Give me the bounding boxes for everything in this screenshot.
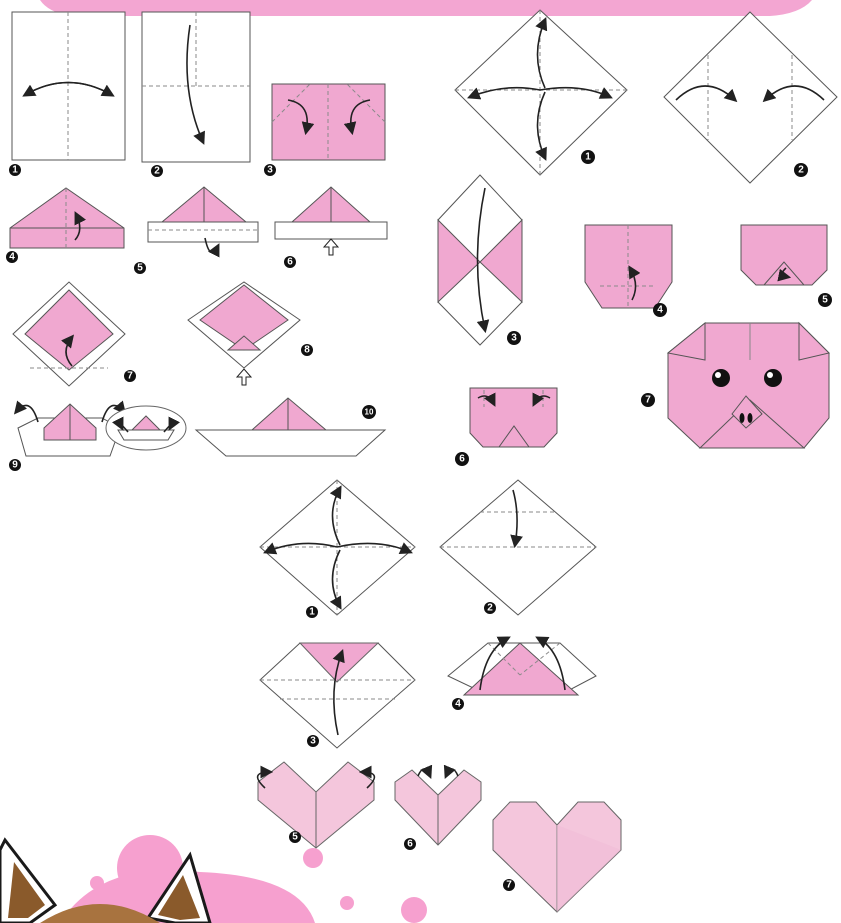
svg-text:1: 1 <box>585 152 591 163</box>
svg-text:3: 3 <box>267 165 273 176</box>
pig-step-badge-5: 5 <box>818 293 832 307</box>
heart-step-badge-4: 4 <box>452 698 464 710</box>
decor-bubble <box>401 897 427 923</box>
boat-step-5 <box>148 187 258 252</box>
pig-step-1 <box>455 10 627 175</box>
svg-text:3: 3 <box>511 333 517 344</box>
boat-step-badge-6: 6 <box>284 256 296 268</box>
boat-diagram: 1 2 3 4 5 6 7 8 9 10 <box>6 12 387 471</box>
boat-step-7 <box>13 282 125 386</box>
heart-step-badge-5: 5 <box>289 831 301 843</box>
pig-face-final <box>668 323 829 448</box>
heart-step-badge-7: 7 <box>503 879 515 891</box>
svg-text:5: 5 <box>137 263 143 274</box>
heart-step-1 <box>260 480 415 615</box>
heart-step-5 <box>258 762 375 848</box>
pig-step-badge-6: 6 <box>455 452 469 466</box>
boat-step-badge-3: 3 <box>264 164 276 176</box>
heart-step-4 <box>448 638 596 695</box>
svg-text:6: 6 <box>287 257 293 268</box>
pig-step-4 <box>585 225 672 308</box>
bottom-decoration <box>0 835 427 923</box>
svg-text:2: 2 <box>154 166 160 177</box>
svg-text:7: 7 <box>127 371 133 382</box>
svg-text:1: 1 <box>12 165 18 176</box>
boat-step-1 <box>12 12 125 160</box>
heart-final <box>493 802 621 912</box>
pig-step-2 <box>664 12 837 183</box>
boat-step-6 <box>275 187 387 255</box>
pig-step-5 <box>741 225 827 285</box>
pig-step-badge-7: 7 <box>641 393 655 407</box>
pig-nostril-left <box>740 413 745 423</box>
svg-text:6: 6 <box>407 839 413 850</box>
boat-step-9-detail <box>106 406 186 450</box>
svg-text:7: 7 <box>506 880 512 891</box>
pig-step-3 <box>438 175 522 345</box>
boat-step-badge-8: 8 <box>301 344 313 356</box>
pig-diagram: 1 2 3 4 5 6 7 <box>438 10 837 466</box>
svg-text:4: 4 <box>455 699 461 710</box>
pig-step-badge-4: 4 <box>653 303 667 317</box>
pig-step-badge-1: 1 <box>581 150 595 164</box>
boat-step-badge-10: 10 <box>362 405 376 419</box>
decor-bubble <box>303 848 323 868</box>
boat-step-10 <box>196 398 385 456</box>
heart-step-badge-1: 1 <box>306 606 318 618</box>
svg-text:9: 9 <box>12 460 18 471</box>
boat-step-3 <box>272 84 385 160</box>
boat-step-badge-7: 7 <box>124 370 136 382</box>
svg-text:3: 3 <box>310 736 316 747</box>
svg-text:10: 10 <box>365 408 374 417</box>
boat-step-badge-4: 4 <box>6 251 18 263</box>
pig-eye-left <box>712 369 730 387</box>
heart-step-badge-6: 6 <box>404 838 416 850</box>
heart-step-badge-3: 3 <box>307 735 319 747</box>
boat-step-8 <box>188 282 300 385</box>
boat-step-2 <box>142 12 250 162</box>
pig-step-badge-2: 2 <box>794 163 808 177</box>
boat-step-badge-9: 9 <box>9 459 21 471</box>
heart-step-3 <box>260 643 415 748</box>
heart-diagram: 1 2 3 4 5 6 7 <box>258 480 621 912</box>
pig-step-badge-3: 3 <box>507 331 521 345</box>
boat-step-badge-5: 5 <box>134 262 146 274</box>
svg-text:8: 8 <box>304 345 310 356</box>
svg-text:2: 2 <box>487 603 493 614</box>
svg-text:4: 4 <box>657 305 663 316</box>
svg-text:5: 5 <box>822 295 828 306</box>
heart-step-6 <box>395 769 481 845</box>
decor-bubble <box>340 896 354 910</box>
svg-text:5: 5 <box>292 832 298 843</box>
boat-step-badge-2: 2 <box>151 165 163 177</box>
heart-step-2 <box>440 480 596 615</box>
heart-step-badge-2: 2 <box>484 602 496 614</box>
pig-step-6 <box>470 388 557 447</box>
boat-step-badge-1: 1 <box>9 164 21 176</box>
svg-text:7: 7 <box>645 395 651 406</box>
svg-text:2: 2 <box>798 165 804 176</box>
svg-text:6: 6 <box>459 454 465 465</box>
boat-step-4 <box>10 188 124 248</box>
pig-eye-right <box>764 369 782 387</box>
svg-text:4: 4 <box>9 252 15 263</box>
pig-nostril-right <box>748 413 753 423</box>
svg-text:1: 1 <box>309 607 315 618</box>
